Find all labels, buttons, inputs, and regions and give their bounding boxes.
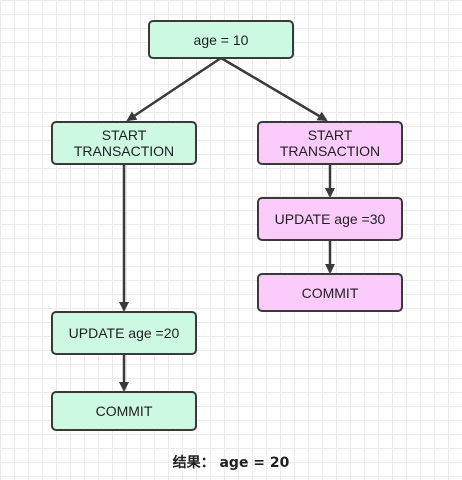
edge-root-to-left-start	[126, 56, 222, 122]
edge-root-to-right-start	[220, 56, 328, 122]
node-right-update-label: UPDATE age =30	[274, 211, 386, 227]
node-right-start-transaction-label: START TRANSACTION	[279, 127, 381, 159]
node-right-commit: COMMIT	[257, 273, 403, 312]
node-left-start-transaction: START TRANSACTION	[51, 121, 197, 165]
node-left-start-transaction-label: START TRANSACTION	[73, 127, 175, 159]
node-right-update: UPDATE age =30	[257, 197, 403, 241]
result-caption: 结果： age = 20	[0, 452, 462, 472]
node-left-commit-label: COMMIT	[95, 403, 153, 419]
node-left-commit: COMMIT	[51, 391, 197, 431]
node-left-update: UPDATE age =20	[51, 311, 197, 355]
node-age-initial-label: age = 10	[193, 31, 249, 48]
node-age-initial: age = 10	[148, 20, 294, 59]
result-caption-label: 结果：	[172, 455, 215, 471]
node-right-commit-label: COMMIT	[301, 284, 359, 301]
node-left-update-label: UPDATE age =20	[68, 325, 180, 341]
node-right-start-transaction: START TRANSACTION	[257, 121, 403, 165]
result-caption-value: age = 20	[219, 455, 290, 471]
